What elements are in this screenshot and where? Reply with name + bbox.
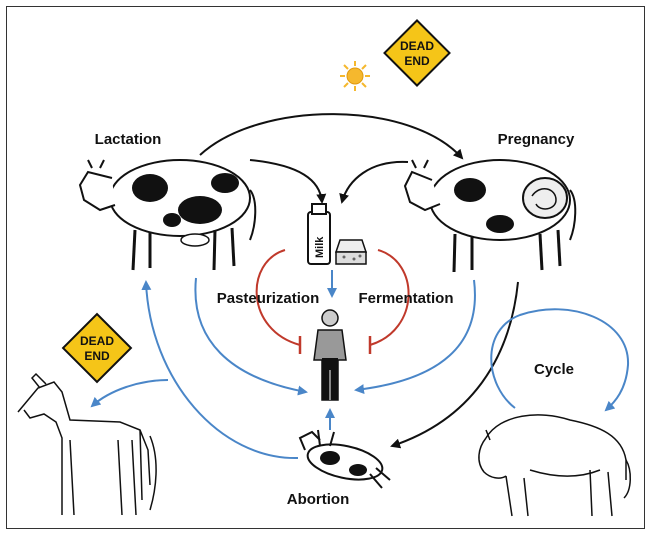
arrow-to-horse bbox=[90, 379, 169, 408]
diagram-frame bbox=[6, 6, 645, 529]
dead-end-sign-left: DEAD END bbox=[61, 312, 133, 384]
cycle-arrow bbox=[490, 308, 630, 412]
arrow-lactation-to-pregnancy bbox=[199, 113, 464, 160]
fermentation-inhibitor bbox=[368, 249, 410, 354]
arrow-pregnancy-to-person bbox=[354, 279, 476, 395]
aborted-calf-icon bbox=[298, 429, 391, 489]
label-lactation: Lactation bbox=[95, 131, 162, 148]
sun-icon bbox=[340, 61, 370, 91]
arrow-lactation-to-milk bbox=[249, 159, 327, 204]
milk-bottle-icon: Milk bbox=[307, 203, 331, 265]
dead-end-sign-top: DEAD END bbox=[383, 19, 451, 87]
cheese-icon bbox=[334, 239, 368, 265]
label-pregnancy: Pregnancy bbox=[498, 131, 575, 148]
label-fermentation: Fermentation bbox=[358, 290, 453, 307]
label-abortion: Abortion bbox=[287, 491, 349, 508]
label-pasteurization: Pasteurization bbox=[217, 290, 320, 307]
pasteurization-inhibitor bbox=[255, 249, 302, 354]
svg-text:END: END bbox=[84, 349, 110, 363]
person-icon bbox=[313, 309, 347, 401]
svg-text:DEAD: DEAD bbox=[400, 39, 434, 53]
svg-text:Milk: Milk bbox=[314, 236, 326, 258]
arrow-pregnancy-to-abortion bbox=[390, 281, 519, 449]
arrow-pregnancy-to-milk bbox=[339, 160, 409, 204]
lactating-cow-icon bbox=[78, 159, 257, 271]
pregnant-cow-icon bbox=[403, 159, 577, 273]
horse-icon bbox=[17, 372, 157, 516]
svg-text:DEAD: DEAD bbox=[80, 334, 114, 348]
bison-icon bbox=[478, 414, 631, 517]
svg-text:END: END bbox=[404, 54, 430, 68]
label-cycle: Cycle bbox=[534, 361, 574, 378]
arrow-abortion-to-lactation bbox=[141, 280, 299, 460]
arrow-lactation-to-person bbox=[194, 277, 308, 396]
